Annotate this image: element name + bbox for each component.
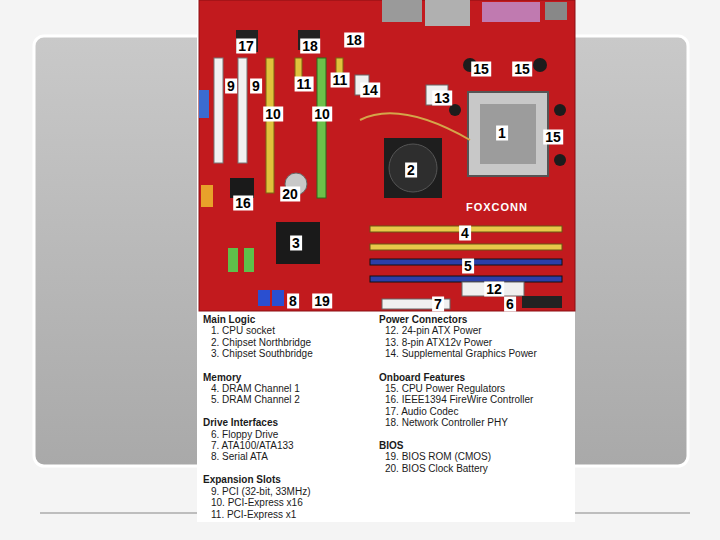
legend-item: 16. IEEE1394 FireWire Controller bbox=[385, 394, 533, 405]
callout-number: 2 bbox=[405, 163, 417, 178]
legend-item: 19. BIOS ROM (CMOS) bbox=[385, 451, 491, 462]
legend-item: 3. Chipset Southbridge bbox=[211, 348, 313, 359]
callout-number: 13 bbox=[432, 91, 452, 106]
brand-label: FOXCONN bbox=[466, 201, 528, 213]
legend-item: 7. ATA100/ATA133 bbox=[211, 440, 294, 451]
callout-number: 15 bbox=[471, 62, 491, 77]
callout-number: 19 bbox=[312, 294, 332, 309]
callout-number: 14 bbox=[360, 83, 380, 98]
legend-item: 5. DRAM Channel 2 bbox=[211, 394, 300, 405]
legend-heading: Memory bbox=[203, 372, 241, 383]
legend-item: 1. CPU socket bbox=[211, 325, 275, 336]
callout-number: 16 bbox=[233, 196, 253, 211]
callout-number: 4 bbox=[459, 226, 471, 241]
legend-item: 15. CPU Power Regulators bbox=[385, 383, 505, 394]
legend-heading: BIOS bbox=[379, 440, 403, 451]
callout-number: 8 bbox=[287, 294, 299, 309]
legend-item: 4. DRAM Channel 1 bbox=[211, 383, 300, 394]
callout-number: 1 bbox=[496, 126, 508, 141]
legend-item: 13. 8-pin ATX12v Power bbox=[385, 337, 492, 348]
legend-heading: Drive Interfaces bbox=[203, 417, 278, 428]
legend-item: 12. 24-pin ATX Power bbox=[385, 325, 482, 336]
legend-item: 14. Supplemental Graphics Power bbox=[385, 348, 537, 359]
callout-number: 10 bbox=[263, 107, 283, 122]
legend-item: 9. PCI (32-bit, 33MHz) bbox=[211, 486, 310, 497]
callout-number: 15 bbox=[543, 130, 563, 145]
callout-number: 6 bbox=[504, 297, 516, 312]
callout-number: 3 bbox=[290, 236, 302, 251]
callout-number: 11 bbox=[331, 73, 350, 88]
callout-number: 10 bbox=[312, 107, 332, 122]
callout-number: 18 bbox=[300, 39, 320, 54]
callout-number: 18 bbox=[344, 33, 364, 48]
callout-number: 15 bbox=[512, 62, 532, 77]
callout-number: 11 bbox=[295, 77, 314, 92]
legend-item: 20. BIOS Clock Battery bbox=[385, 463, 488, 474]
legend-item: 8. Serial ATA bbox=[211, 451, 268, 462]
legend-heading: Onboard Features bbox=[379, 372, 465, 383]
callout-number: 5 bbox=[462, 259, 474, 274]
legend-heading: Power Connectors bbox=[379, 314, 467, 325]
legend-heading: Main Logic bbox=[203, 314, 255, 325]
legend-item: 18. Network Controller PHY bbox=[385, 417, 508, 428]
legend-item: 6. Floppy Drive bbox=[211, 429, 278, 440]
legend-item: 10. PCI-Express x16 bbox=[211, 497, 303, 508]
callout-number: 9 bbox=[250, 79, 262, 94]
legend-heading: Expansion Slots bbox=[203, 474, 281, 485]
legend-item: 2. Chipset Northbridge bbox=[211, 337, 311, 348]
legend-item: 11. PCI-Express x1 bbox=[211, 509, 296, 520]
callout-number: 20 bbox=[280, 187, 300, 202]
legend-item: 17. Audio Codec bbox=[385, 406, 458, 417]
callout-number: 9 bbox=[225, 79, 237, 94]
callout-number: 17 bbox=[236, 39, 256, 54]
callout-number: 12 bbox=[484, 282, 504, 297]
callout-number: 7 bbox=[432, 297, 444, 312]
